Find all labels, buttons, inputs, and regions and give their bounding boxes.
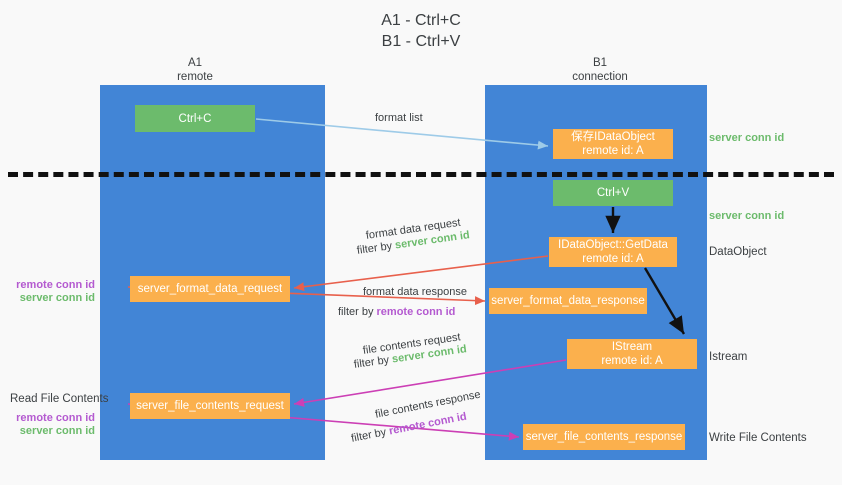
box-save-idataobject[interactable]: 保存IDataObject remote id: A [553,129,673,159]
box-save-idataobject-title: 保存IDataObject [571,131,655,143]
label-dataobject: DataObject [709,246,767,258]
box-server-file-contents-response[interactable]: server_file_contents_response [523,424,685,450]
lane-a1-role: remote [177,71,213,83]
legend-server-conn-id-mid-text: server conn id [709,210,785,222]
legend-conn-ids-file: remote conn id server conn id [10,412,95,438]
box-server-format-data-response[interactable]: server_format_data_response [489,288,647,314]
box-istream-id: remote id: A [601,355,663,367]
caption-format-data-response-filter: filter by remote conn id [338,305,455,319]
legend-remote-conn-id-file: remote conn id [16,412,95,424]
lane-b1-role: connection [572,71,628,83]
box-istream-title: IStream [611,341,653,353]
box-idataobject-getdata[interactable]: IDataObject::GetData remote id: A [549,237,677,267]
phase-divider [8,172,834,177]
box-server-format-data-request[interactable]: server_format_data_request [130,276,290,302]
box-ctrl-v[interactable]: Ctrl+V [553,180,673,206]
diagram-title: A1 - Ctrl+C B1 - Ctrl+V [0,10,842,52]
box-ctrl-c[interactable]: Ctrl+C [135,105,255,132]
caption-format-data-response: format data response [363,286,467,298]
arrow-file-contents-request [293,359,567,407]
legend-server-conn-id-top: server conn id [709,132,784,145]
legend-server-conn-id-top-text: server conn id [709,132,785,144]
legend-conn-ids-format: remote conn id server conn id [10,279,95,305]
title-line-2: B1 - Ctrl+V [381,33,461,50]
box-server-file-contents-request[interactable]: server_file_contents_request [130,393,290,419]
box-istream[interactable]: IStream remote id: A [567,339,697,369]
lane-header-a1: A1 remote [120,56,270,84]
lane-a1-name: A1 [187,57,203,69]
label-read-file-contents: Read File Contents [10,393,109,405]
legend-server-conn-id-format: server conn id [19,292,95,304]
box-getdata-title: IDataObject::GetData [558,239,668,251]
legend-remote-conn-id-format: remote conn id [16,279,95,291]
label-istream: Istream [709,351,748,363]
lane-b1-name: B1 [592,57,608,69]
label-write-file-contents: Write File Contents [709,432,807,444]
caption-fdresp-filter-value: remote conn id [376,306,456,318]
box-getdata-id: remote id: A [582,253,644,265]
arrow-getdata-to-istream [643,267,686,335]
title-line-1: A1 - Ctrl+C [381,12,461,29]
legend-server-conn-id-mid: server conn id [709,210,784,223]
arrow-format-data-request [293,255,549,292]
caption-fdresp-filter-prefix: filter by [338,306,377,318]
box-save-idataobject-id: remote id: A [582,145,644,157]
legend-server-conn-id-file: server conn id [19,425,95,437]
caption-format-list: format list [375,112,423,124]
lane-header-b1: B1 connection [520,56,680,84]
arrow-format-list [255,118,549,150]
